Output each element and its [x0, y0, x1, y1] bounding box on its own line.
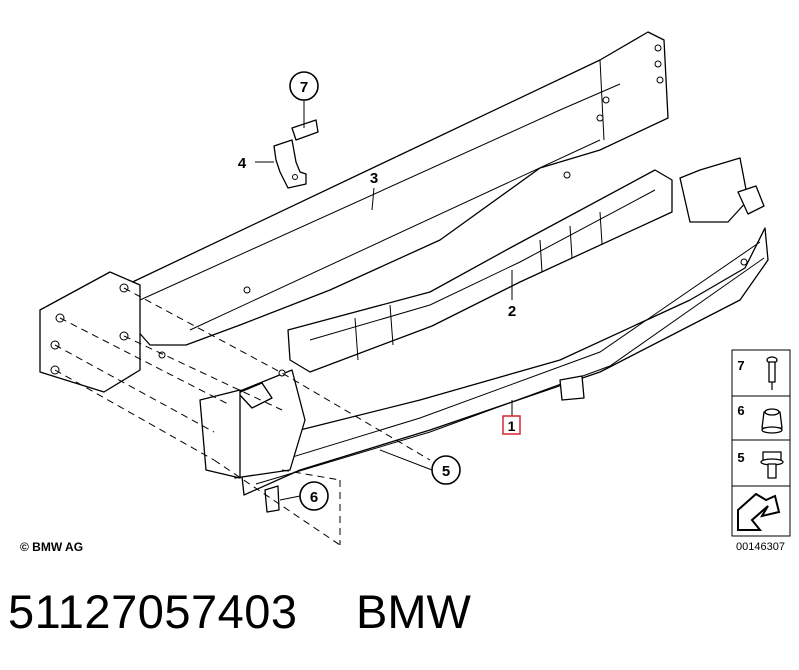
- part-2-absorber: [287, 169, 673, 373]
- legend-6-label: 6: [737, 403, 744, 418]
- legend-7-label: 7: [737, 358, 744, 373]
- part-number: 51127057403: [8, 585, 298, 638]
- brand-name: BMW: [356, 585, 471, 638]
- callout-5-label: 5: [442, 463, 450, 480]
- left-mount-plate: [39, 271, 141, 393]
- rivet-icon: [766, 356, 778, 390]
- bolt-icon: [760, 451, 784, 479]
- copyright-text: © BMW AG: [20, 540, 84, 554]
- highlight-box: [502, 415, 521, 435]
- callout-7-label: 7: [300, 79, 308, 96]
- fastener-legend: 7 6 5: [731, 349, 791, 537]
- callout-1: 1: [502, 415, 521, 435]
- part-1-bumper-carrier: [199, 157, 769, 513]
- leader-lines: [255, 100, 513, 501]
- callout-6: 6: [299, 481, 329, 511]
- legend-5-label: 5: [737, 450, 744, 465]
- callout-2-label: 2: [508, 303, 516, 320]
- part-4-bracket: [273, 119, 319, 189]
- fastener-projection-lines: [54, 287, 431, 546]
- callout-6-label: 6: [310, 489, 318, 506]
- document-reference: 00146307: [736, 541, 785, 553]
- part-3-support-beam: [121, 31, 669, 359]
- callout-1-label: 1: [508, 418, 516, 434]
- arrow-icon: [737, 492, 781, 531]
- callout-5: 5: [431, 455, 461, 485]
- callout-4-label: 4: [238, 155, 247, 172]
- nut-icon: [761, 408, 783, 434]
- callout-7: 7: [289, 71, 319, 101]
- callout-3-label: 3: [370, 170, 378, 187]
